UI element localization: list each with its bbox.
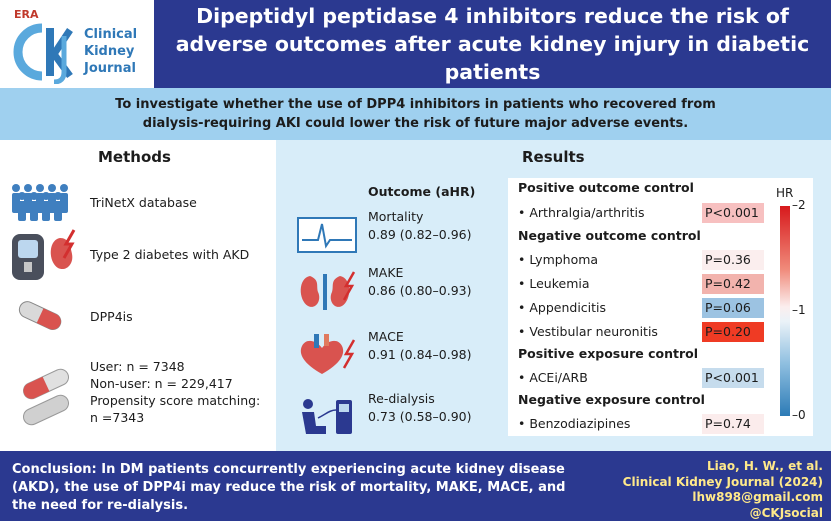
method-item: TriNetX database bbox=[0, 182, 276, 222]
ecg-icon bbox=[297, 217, 357, 253]
journal-name-line: Clinical bbox=[84, 27, 138, 42]
method-text: DPP4is bbox=[90, 309, 133, 324]
era-badge: ERA bbox=[14, 8, 39, 21]
p-value-box: P<0.001 bbox=[702, 203, 764, 223]
outcome-value: 0.73 (0.58–0.90) bbox=[368, 409, 472, 424]
outcome-row: Mortality 0.89 (0.82–0.96) bbox=[276, 208, 508, 268]
outcome-value: 0.89 (0.82–0.96) bbox=[368, 227, 472, 242]
control-group-title: Positive outcome control bbox=[518, 180, 694, 195]
control-item: • ACEi/ARB bbox=[518, 370, 588, 385]
control-group-title: Negative outcome control bbox=[518, 228, 701, 243]
outcome-row: MACE 0.91 (0.84–0.98) bbox=[276, 328, 508, 388]
outcome-value: 0.86 (0.80–0.93) bbox=[368, 283, 472, 298]
methods-panel: Methods TriNetX database Type 2 bbox=[0, 140, 276, 451]
citation-email[interactable]: lhw898@gmail.com bbox=[692, 490, 823, 504]
method-line: Propensity score matching: bbox=[90, 393, 261, 408]
aim-banner: To investigate whether the use of DPP4 i… bbox=[0, 88, 831, 140]
control-item-name: Benzodiazipines bbox=[529, 416, 631, 431]
control-item: • Lymphoma bbox=[518, 252, 599, 267]
p-value-box: P=0.42 bbox=[702, 274, 764, 294]
colorbar-tick: –2 bbox=[792, 198, 806, 212]
p-value-box: P<0.001 bbox=[702, 368, 764, 388]
dialysis-icon bbox=[302, 399, 352, 434]
journal-name-line: Journal bbox=[84, 61, 136, 76]
outcome-name: Mortality bbox=[368, 209, 424, 224]
footer: Conclusion: In DM patients concurrently … bbox=[0, 451, 831, 521]
control-group-title: Positive exposure control bbox=[518, 346, 699, 361]
control-item-name: Lymphoma bbox=[529, 252, 599, 267]
control-group-title: Negative exposure control bbox=[518, 392, 705, 407]
control-item: • Arthralgia/arthritis bbox=[518, 205, 645, 220]
p-value-box: P=0.06 bbox=[702, 298, 764, 318]
journal-name: Clinical Kidney Journal bbox=[84, 26, 137, 77]
control-item-name: Appendicitis bbox=[529, 300, 607, 315]
control-item: • Benzodiazipines bbox=[518, 416, 631, 431]
heart-icon bbox=[300, 334, 356, 374]
citation-social[interactable]: @CKJsocial bbox=[749, 505, 823, 520]
control-item: • Appendicitis bbox=[518, 300, 607, 315]
page-title: Dipeptidyl peptidase 4 inhibitors reduce… bbox=[175, 4, 810, 84]
conclusion-text: Conclusion: In DM patients concurrently … bbox=[12, 462, 566, 513]
p-value-box: P=0.36 bbox=[702, 250, 764, 270]
outcome-name: MACE bbox=[368, 329, 404, 344]
colorbar-title: HR bbox=[776, 186, 794, 200]
outcome-label: MAKE 0.86 (0.80–0.93) bbox=[368, 264, 471, 300]
p-value-box: P=0.74 bbox=[702, 414, 764, 434]
method-line: n =7343 bbox=[90, 410, 145, 425]
method-item: DPP4is bbox=[0, 296, 276, 336]
colorbar-tick: –1 bbox=[792, 303, 806, 317]
control-item-name: ACEi/ARB bbox=[529, 370, 588, 385]
method-line: User: n = 7348 bbox=[90, 359, 185, 374]
outcome-name: MAKE bbox=[368, 265, 404, 280]
results-panel: Results Outcome (aHR) Mortality 0.89 (0.… bbox=[276, 140, 831, 451]
citation: Liao, H. W., et al. Clinical Kidney Jour… bbox=[623, 459, 823, 521]
method-item: Type 2 diabetes with AKD bbox=[0, 228, 276, 284]
journal-name-line: Kidney bbox=[84, 44, 135, 59]
title-banner: Dipeptidyl peptidase 4 inhibitors reduce… bbox=[154, 0, 831, 88]
colorbar-tick-value: 2 bbox=[798, 198, 806, 212]
outcome-label: Mortality 0.89 (0.82–0.96) bbox=[368, 208, 471, 244]
outcome-row: MAKE 0.86 (0.80–0.93) bbox=[276, 264, 508, 324]
colorbar-tick: –0 bbox=[792, 408, 806, 422]
method-item: User: n = 7348 Non-user: n = 229,417 Pro… bbox=[0, 358, 276, 438]
outcome-name: Re-dialysis bbox=[368, 391, 435, 406]
results-title: Results bbox=[522, 148, 585, 166]
outcome-row: Re-dialysis 0.73 (0.58–0.90) bbox=[276, 390, 508, 450]
colorbar-tick-value: 0 bbox=[798, 408, 806, 422]
method-text: User: n = 7348 Non-user: n = 229,417 Pro… bbox=[90, 358, 260, 426]
journal-logo: ERA Clinical Kidney Journal bbox=[4, 4, 144, 84]
aim-text: To investigate whether the use of DPP4 i… bbox=[115, 97, 716, 131]
control-item-name: Leukemia bbox=[529, 276, 590, 291]
citation-line: Liao, H. W., et al. bbox=[707, 459, 823, 473]
outcome-value: 0.91 (0.84–0.98) bbox=[368, 347, 472, 362]
colorbar-tick-value: 1 bbox=[798, 303, 806, 317]
control-item: • Vestibular neuronitis bbox=[518, 324, 658, 339]
control-item: • Leukemia bbox=[518, 276, 590, 291]
control-item-name: Vestibular neuronitis bbox=[529, 324, 658, 339]
methods-title: Methods bbox=[98, 148, 171, 166]
ckj-logo-icon bbox=[13, 23, 73, 84]
glucose-meter-kidney-icon bbox=[12, 229, 76, 280]
controls-panel: Positive outcome control • Arthralgia/ar… bbox=[508, 178, 813, 436]
outcome-label: Re-dialysis 0.73 (0.58–0.90) bbox=[368, 390, 471, 426]
pills-icon bbox=[22, 368, 70, 426]
people-icon bbox=[12, 184, 68, 221]
capsule-icon bbox=[18, 301, 62, 330]
p-value-box: P=0.20 bbox=[702, 322, 764, 342]
citation-line: Clinical Kidney Journal (2024) bbox=[622, 474, 823, 489]
hr-colorbar bbox=[780, 206, 790, 416]
outcome-header: Outcome (aHR) bbox=[368, 184, 476, 199]
method-text: Type 2 diabetes with AKD bbox=[90, 247, 250, 262]
control-item-name: Arthralgia/arthritis bbox=[529, 205, 645, 220]
kidney-icon bbox=[300, 271, 356, 310]
method-line: Non-user: n = 229,417 bbox=[90, 376, 233, 391]
header: ERA Clinical Kidney Journal Dipeptidyl p… bbox=[0, 0, 831, 88]
method-text: TriNetX database bbox=[90, 195, 197, 210]
outcome-label: MACE 0.91 (0.84–0.98) bbox=[368, 328, 471, 364]
